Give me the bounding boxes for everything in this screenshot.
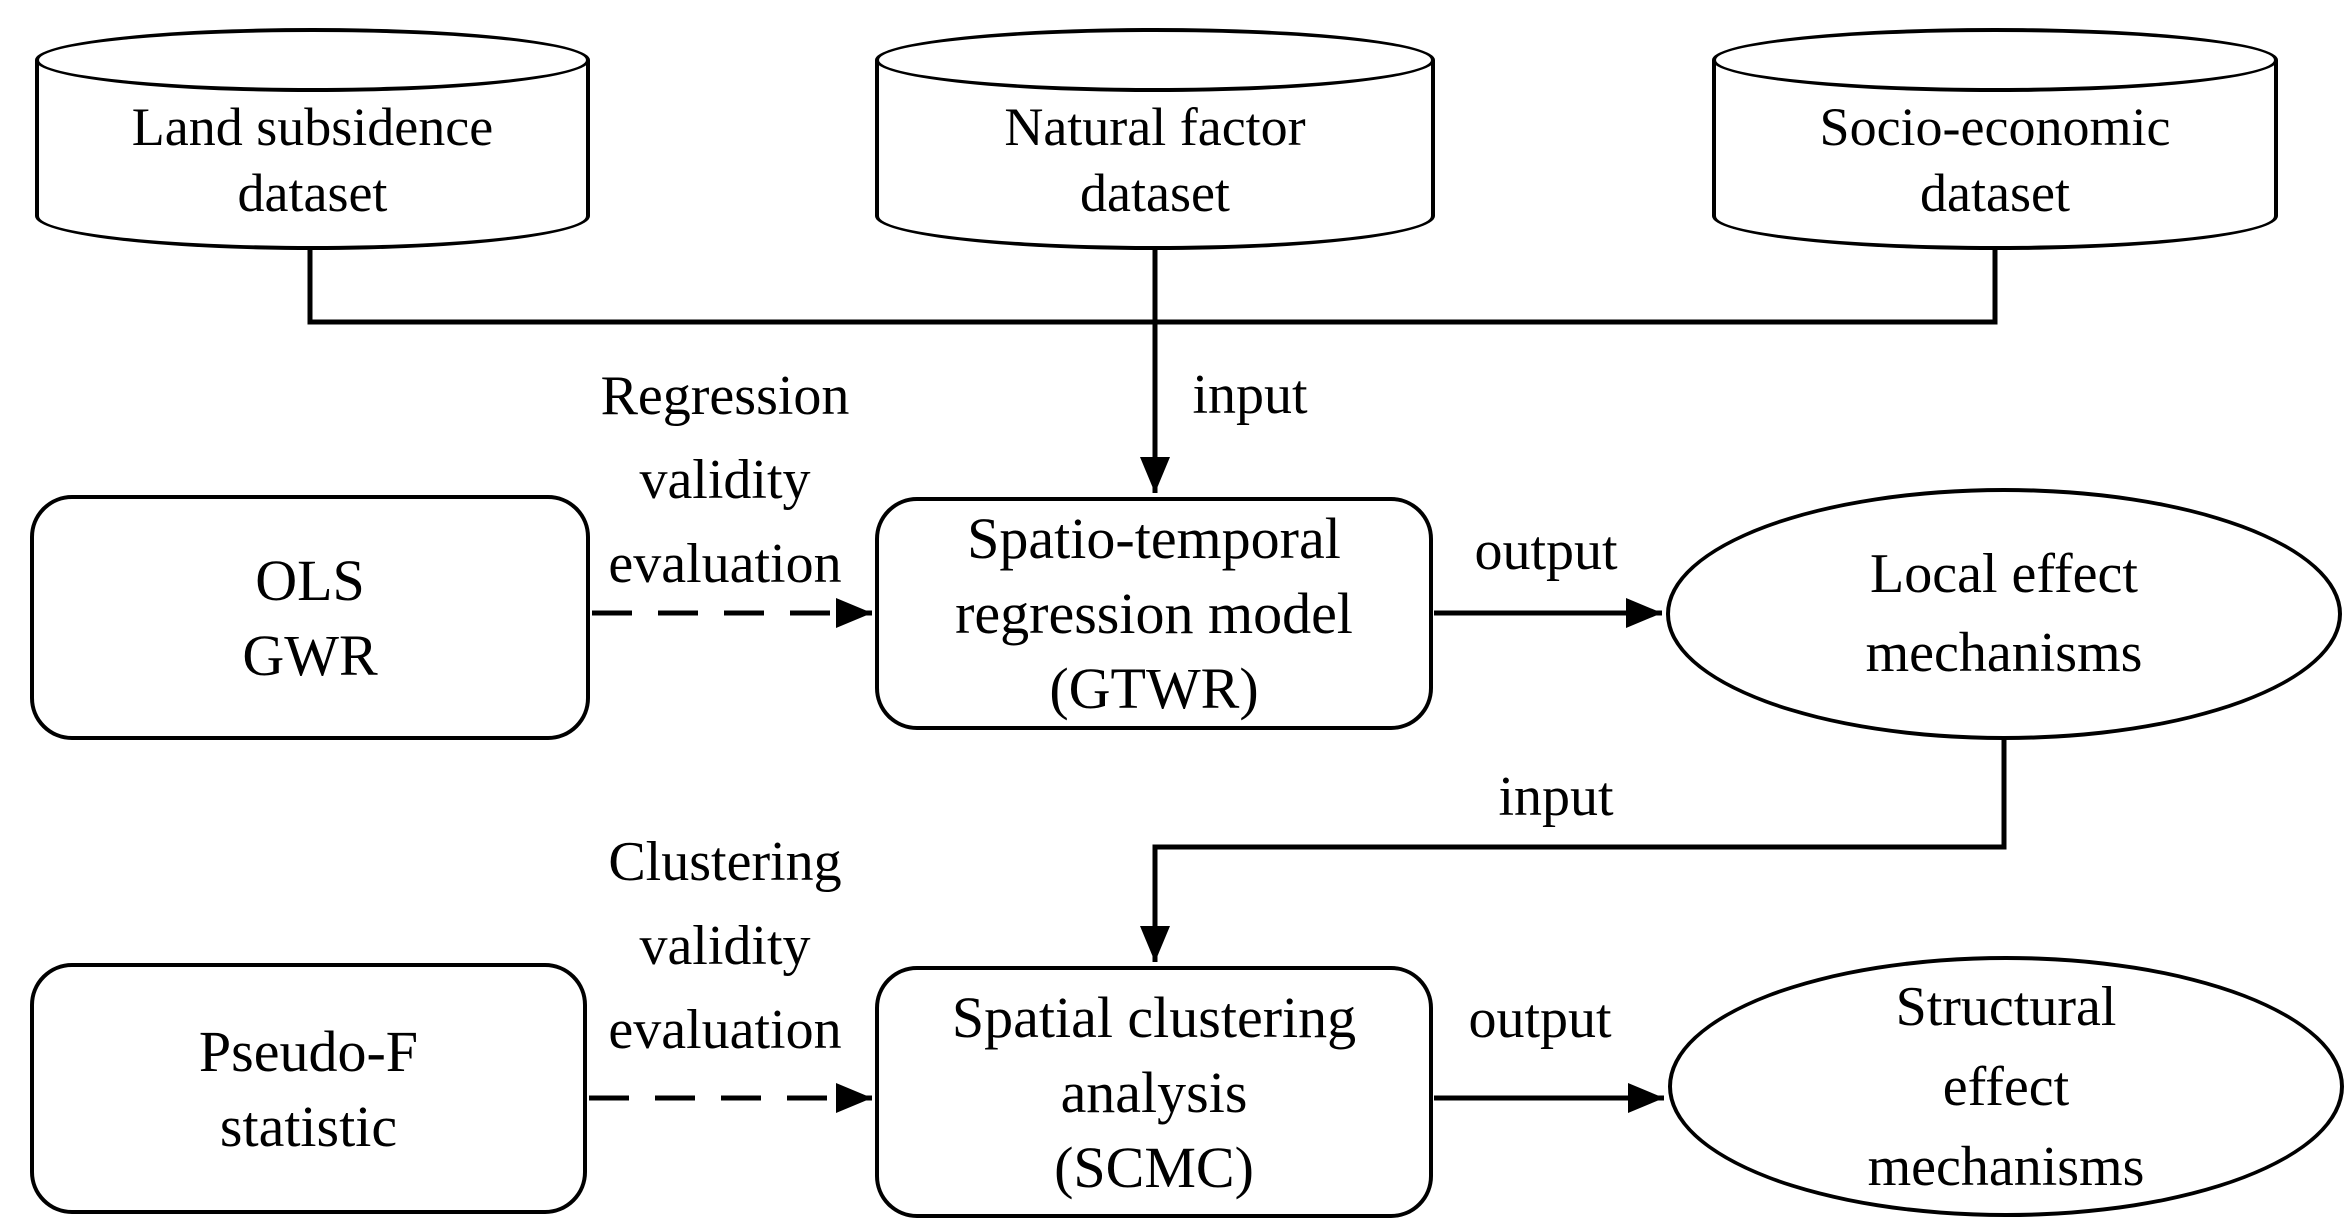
ellipse-local-effect-mechanisms: Local effect mechanisms [1666, 488, 2342, 740]
dataset-label: Land subsidence dataset [131, 97, 494, 223]
label-regression-validity-evaluation: Regression validity evaluation [600, 365, 850, 595]
label-input-scmc: input [1498, 766, 1614, 828]
cylinder-top-ellipse [1712, 28, 2278, 92]
box-label: OLS GWR [242, 547, 378, 688]
cylinder-top-ellipse [875, 28, 1435, 92]
ellipse-label: Local effect mechanisms [1865, 543, 2143, 684]
cylinder-natural-factor-dataset: Natural factor dataset [875, 28, 1435, 250]
label-output-scmc: output [1468, 988, 1612, 1050]
box-ols-gwr: OLS GWR [30, 495, 590, 740]
ellipse-structural-effect-mechanisms: Structural effect mechanisms [1668, 956, 2344, 1217]
label-clustering-validity-evaluation: Clustering validity evaluation [608, 831, 842, 1061]
cylinder-socio-economic-dataset: Socio-economic dataset [1712, 28, 2278, 250]
box-pseudo-f-statistic: Pseudo-F statistic [30, 963, 587, 1214]
box-label: Spatial clustering analysis (SCMC) [951, 984, 1357, 1200]
ellipse-label: Structural effect mechanisms [1867, 975, 2145, 1198]
label-output-gtwr: output [1474, 520, 1618, 582]
box-scmc-analysis: Spatial clustering analysis (SCMC) [875, 966, 1433, 1218]
box-label: Pseudo-F statistic [198, 1018, 419, 1159]
cylinder-land-subsidence-dataset: Land subsidence dataset [35, 28, 590, 250]
connector-local-effect-to-scmc [1140, 740, 2007, 962]
cylinder-body [35, 60, 590, 250]
box-label: Spatio-temporal regression model (GTWR) [955, 506, 1353, 721]
dataset-label: Socio-economic dataset [1819, 97, 2171, 223]
label-input-datasets: input [1192, 364, 1308, 426]
cylinder-top-ellipse [35, 28, 590, 92]
dataset-label: Natural factor dataset [1004, 97, 1306, 223]
box-gtwr-model: Spatio-temporal regression model (GTWR) [875, 497, 1433, 730]
